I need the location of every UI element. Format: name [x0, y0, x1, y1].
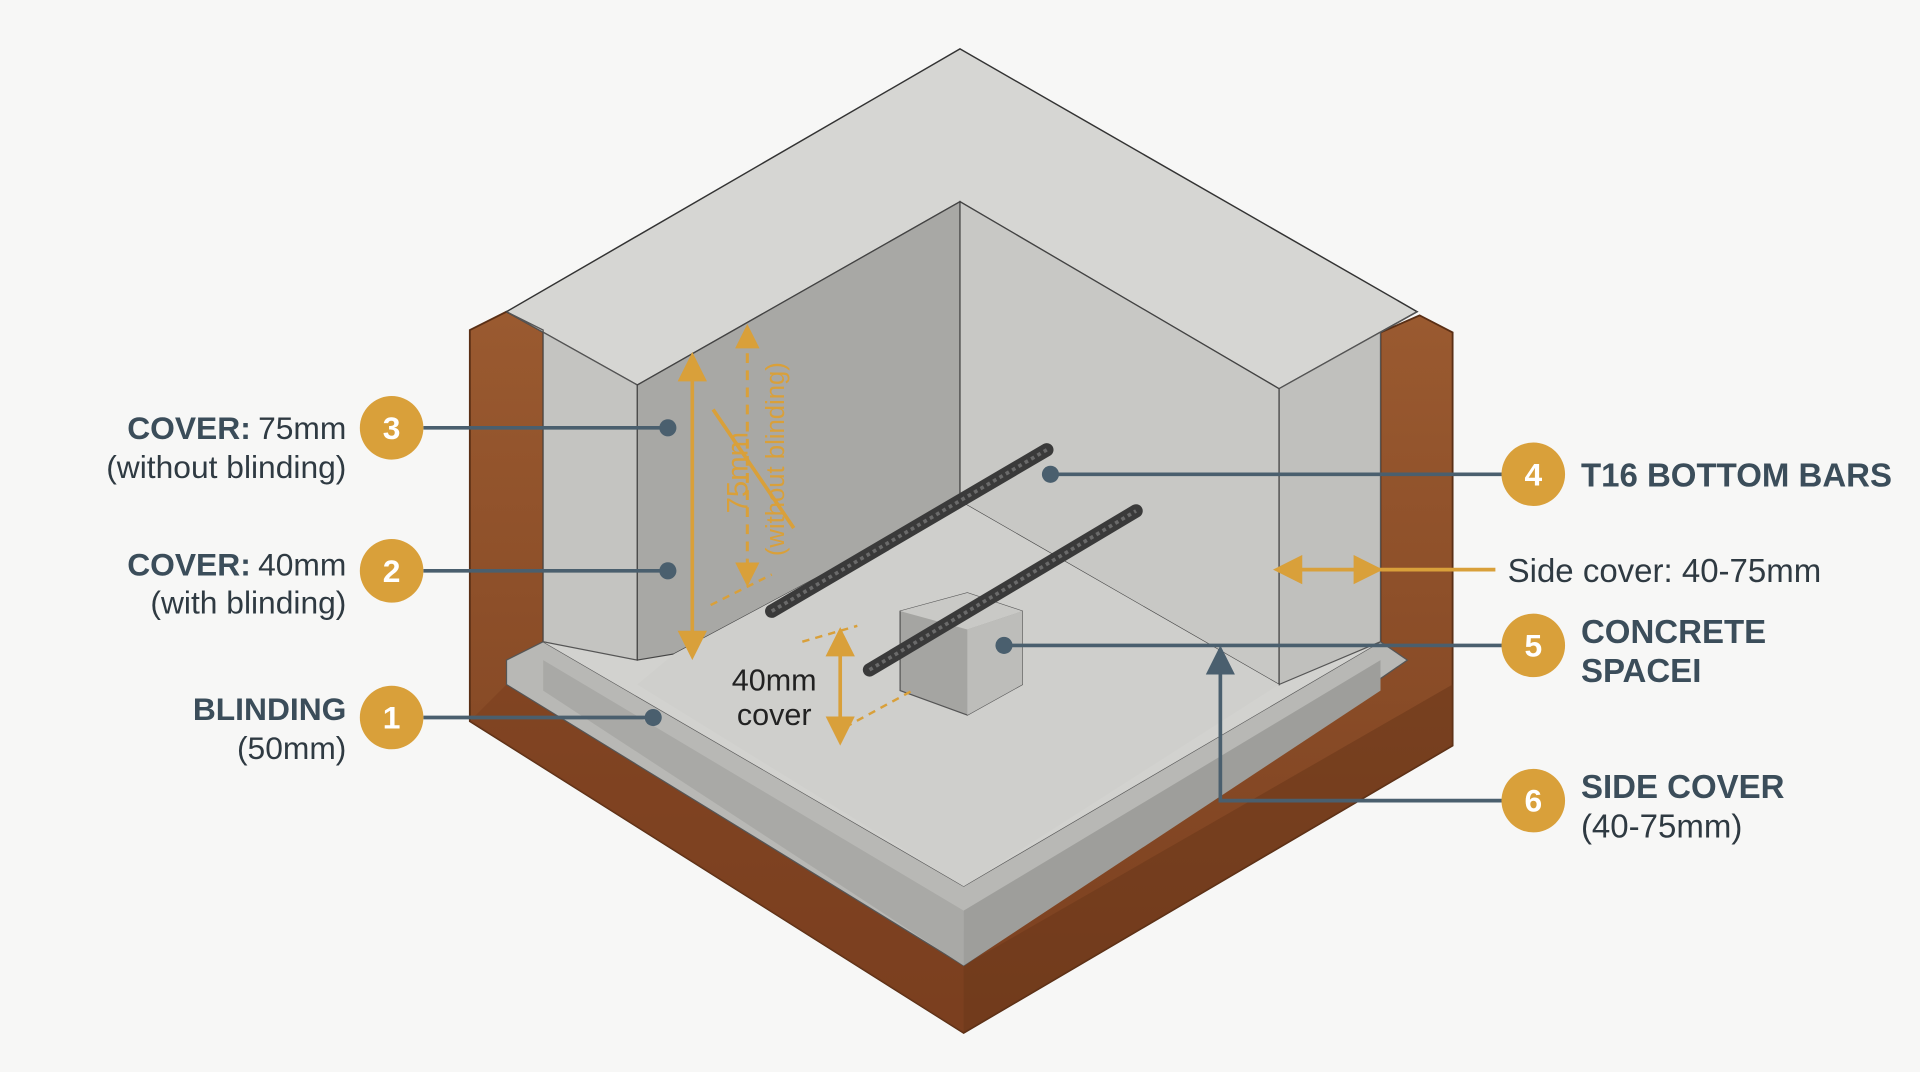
svg-text:2: 2 [383, 553, 401, 589]
dim-75mm-note: (without blinding) [762, 362, 790, 556]
callout-6-detail: (40-75mm) [1581, 807, 1742, 844]
dim-40mm-label: 40mm [732, 664, 817, 698]
badge-5: 5 [1501, 613, 1566, 678]
leader-lines [423, 425, 1503, 803]
svg-text:6: 6 [1524, 783, 1542, 819]
dimension-75mm: 75mm (without blinding) [677, 323, 796, 661]
badge-3: 3 [359, 396, 424, 460]
svg-text:3: 3 [383, 410, 401, 446]
callout-2-detail: (with blinding) [150, 585, 346, 621]
badge-4: 4 [1501, 442, 1566, 507]
dim-cover-label: cover [737, 698, 812, 732]
side-cover-note: Side cover: 40-75mm [1508, 552, 1822, 589]
callout-4-title: T16 BOTTOM BARS [1581, 456, 1892, 493]
left-wall-section [506, 311, 638, 661]
callout-6-title: SIDE COVER [1581, 768, 1785, 805]
callout-3-title: COVER:75mm [127, 410, 346, 446]
callout-1-title: BLINDING [193, 691, 347, 727]
badge-2: 2 [359, 539, 424, 603]
callout-3-detail: (without blinding) [106, 449, 346, 485]
dimension-40mm-cover: 40mm cover [732, 624, 913, 746]
callout-5-title: CONCRETE [1581, 613, 1766, 650]
badge-6: 6 [1501, 768, 1566, 833]
callout-2-title: COVER:40mm [127, 547, 346, 583]
svg-text:1: 1 [383, 700, 401, 736]
callout-5-title-2: SPACEI [1581, 652, 1701, 689]
right-wall-section [1278, 311, 1418, 686]
svg-text:4: 4 [1524, 456, 1542, 492]
badge-1: 1 [359, 685, 424, 750]
callout-1-detail: (50mm) [237, 730, 346, 766]
svg-text:5: 5 [1524, 627, 1542, 663]
